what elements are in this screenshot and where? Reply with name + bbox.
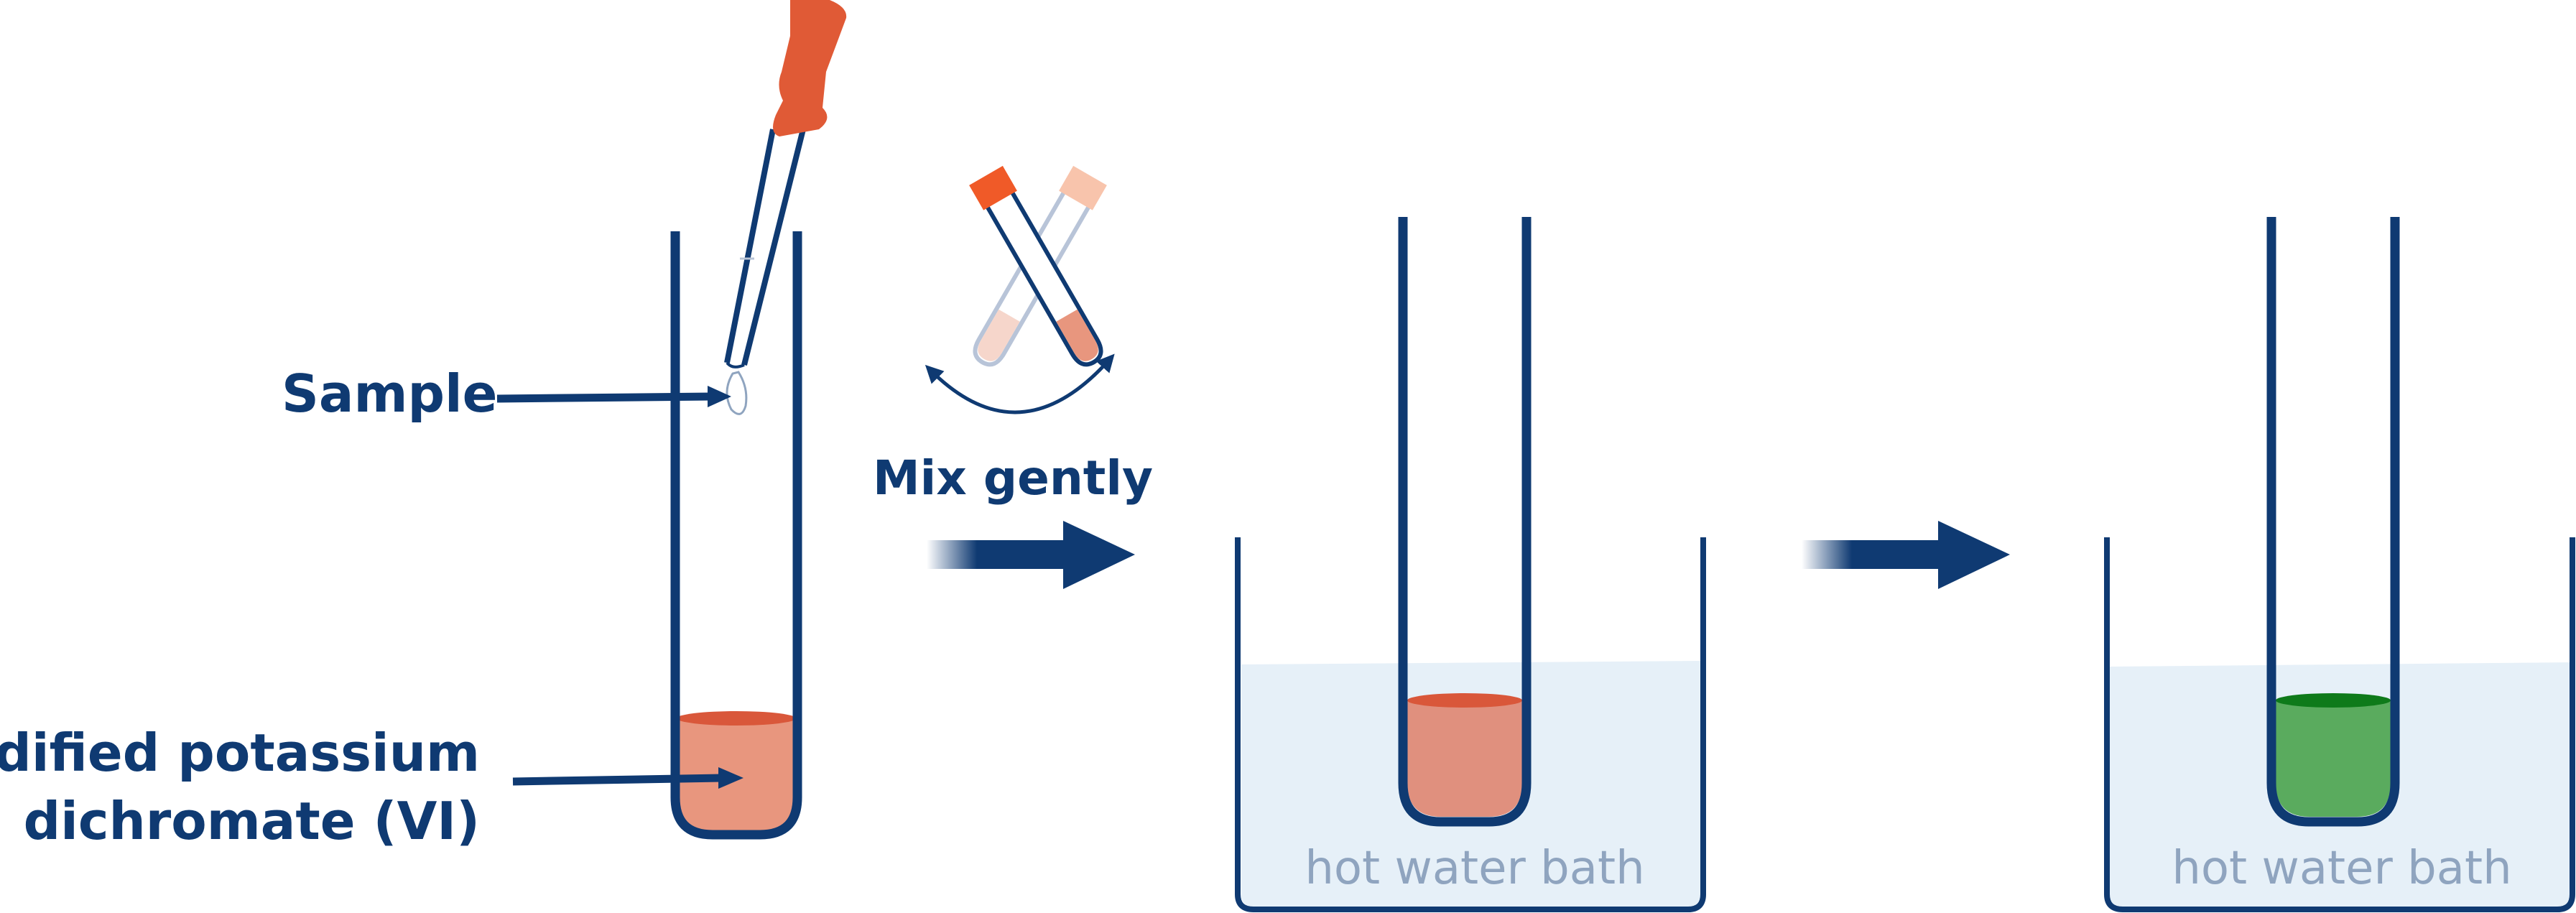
green-solution-surface [2276, 693, 2391, 708]
water-bath-2-container [2104, 537, 2575, 912]
heated-solution-surface [1407, 693, 1522, 708]
water-bath-1-container [1235, 537, 1706, 912]
mix-tubes-icon [925, 165, 1115, 414]
arrow-sample [496, 386, 731, 407]
step-1-tube-group [670, 0, 847, 840]
process-arrow-2 [1802, 521, 2010, 589]
step-2-bath-group: hot water bath [1235, 217, 1706, 912]
label-hot-water-bath-1: hot water bath [1305, 842, 1644, 895]
label-sample: Sample [282, 363, 498, 424]
label-reagent-line-1: Acidified potassium [0, 723, 480, 783]
sample-droplet [726, 371, 748, 415]
label-reagent-line-2: dichromate (VI) [24, 791, 480, 851]
dropper-bulb [773, 0, 847, 136]
test-tube-3 [2266, 217, 2400, 827]
label-mix-gently: Mix gently [873, 450, 1153, 506]
process-arrow-1 [927, 521, 1135, 589]
step-3-bath-group: hot water bath [2104, 217, 2575, 912]
dichromate-surface [677, 711, 796, 726]
green-solution [2276, 700, 2391, 817]
heated-solution [1407, 700, 1522, 817]
dropper-pipette [724, 0, 847, 415]
test-tube-2 [1398, 217, 1532, 827]
label-hot-water-bath-2: hot water bath [2172, 842, 2511, 895]
arrow-reagent [512, 767, 743, 789]
test-tube-1 [670, 231, 802, 840]
